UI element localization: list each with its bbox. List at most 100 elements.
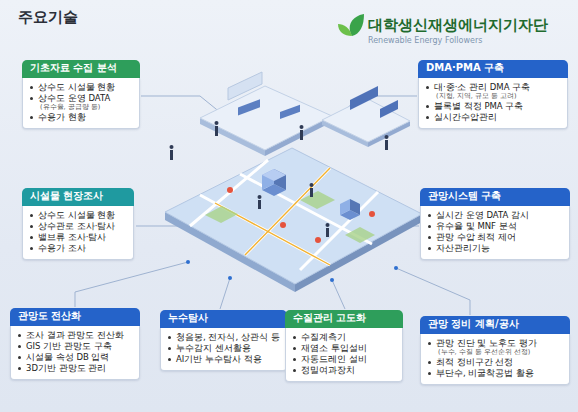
illustration-part bbox=[350, 86, 378, 110]
illustration-part bbox=[205, 206, 238, 223]
illustration-part bbox=[245, 168, 330, 255]
illustration-part bbox=[227, 187, 233, 193]
bullet-item: 밸브류 조사·탐사 bbox=[29, 232, 127, 243]
bullet-item: 조사 결과 관망도 전산화 bbox=[17, 330, 133, 341]
illustration-part bbox=[332, 280, 345, 309]
illustration-part bbox=[205, 191, 375, 243]
bullet-item: 관망 수압 최적 제어 bbox=[427, 232, 563, 243]
illustration-part bbox=[280, 105, 300, 119]
box-body: 관망 진단 및 노후도 평가(누수, 수질 등 우선순위 선정)최적 정비구간 … bbox=[420, 334, 570, 385]
bullet-item: 상수도 시설물 현황 bbox=[29, 82, 133, 93]
bullet-item: 3D기반 관망도 관리 bbox=[17, 363, 133, 374]
illustration-part bbox=[228, 276, 232, 280]
bullet-dot bbox=[30, 214, 33, 217]
info-box: 관망도 전산화조사 결과 관망도 전산화GIS 기반 관망도 구축시설물 속성 … bbox=[10, 308, 140, 380]
box-heading: 관망시스템 구축 bbox=[420, 188, 570, 206]
illustration-part bbox=[190, 160, 268, 226]
bullet-dot bbox=[18, 367, 21, 370]
illustration-part bbox=[310, 183, 314, 187]
bullet-item: 수질계측기 bbox=[292, 332, 396, 343]
box-heading: 시설물 현장조사 bbox=[22, 188, 134, 206]
bullet-item: AI기반 누수탐사 적용 bbox=[167, 354, 280, 365]
right-platform bbox=[322, 86, 410, 147]
bullet-dot bbox=[30, 97, 33, 100]
watermark-subtext: Renewable Energy Followers bbox=[368, 36, 482, 45]
illustration-part bbox=[322, 98, 410, 142]
illustration-part bbox=[165, 148, 422, 284]
illustration-part bbox=[330, 278, 334, 282]
bullet-note: (누수, 수질 등 우선순위 선정) bbox=[427, 349, 563, 357]
illustration-part bbox=[215, 126, 218, 136]
bullet-item: 관망 진단 및 노후도 평가 bbox=[427, 338, 563, 349]
illustration-part bbox=[394, 266, 398, 270]
illustration-part bbox=[300, 125, 304, 129]
bullet-dot bbox=[428, 361, 431, 364]
illustration-part bbox=[345, 227, 375, 243]
bullet-item: 부단수, 비굴착공법 활용 bbox=[427, 368, 563, 379]
bullet-dot bbox=[168, 347, 171, 350]
box-heading: 관망 정비 계획/공사 bbox=[420, 316, 570, 334]
bullet-dot bbox=[18, 345, 21, 348]
info-box: 관망시스템 구축실시간 운영 DATA 감시유수율 및 MNF 분석관망 수압 … bbox=[420, 188, 570, 260]
info-box: DMA·PMA 구축대·중·소 관리 DMA 구축(지형, 지역, 규모 등 고… bbox=[418, 60, 568, 129]
illustration-part bbox=[350, 14, 364, 36]
box-heading: 관망도 전산화 bbox=[10, 308, 140, 326]
box-body: 수질계측기재염소 투입설비자동드레인 설비정밀여과장치 bbox=[285, 328, 403, 383]
illustration-part bbox=[300, 130, 303, 140]
info-box: 시설물 현장조사상수도 시설물 현황상수관로 조사·탐사밸브류 조사·탐사수용가… bbox=[22, 188, 134, 260]
illustration-part bbox=[215, 121, 219, 125]
illustration-part bbox=[300, 191, 335, 209]
page-title: 주요기술 bbox=[18, 8, 78, 27]
bullet-dot bbox=[293, 369, 296, 372]
illustration-part bbox=[258, 195, 262, 199]
bullet-item: 실시간 운영 DATA 감시 bbox=[427, 210, 563, 221]
box-heading: 수질관리 고도화 bbox=[285, 310, 403, 328]
bullet-dot bbox=[18, 334, 21, 337]
bullet-dot bbox=[30, 86, 33, 89]
people bbox=[170, 121, 389, 237]
bullet-dot bbox=[30, 116, 33, 119]
illustration-part bbox=[396, 268, 470, 315]
illustration-part bbox=[369, 211, 375, 217]
bullet-dot bbox=[293, 336, 296, 339]
bullet-dot bbox=[293, 347, 296, 350]
illustration-part bbox=[338, 24, 352, 36]
illustration-part bbox=[220, 278, 230, 309]
bullet-dot bbox=[30, 247, 33, 250]
illustration-part bbox=[228, 72, 262, 100]
box-heading: 기초자료 수집 분석 bbox=[22, 60, 140, 78]
illustration-part bbox=[315, 237, 321, 243]
bullet-dot bbox=[426, 86, 429, 89]
bullet-item: 청음봉, 전자식, 상관식 등 bbox=[167, 332, 280, 343]
bullet-item: 상수관로 조사·탐사 bbox=[29, 221, 127, 232]
bullet-item: 자동드레인 설비 bbox=[292, 354, 396, 365]
map-pins bbox=[227, 187, 375, 243]
illustration-part bbox=[380, 100, 398, 118]
watermark-logo bbox=[338, 14, 364, 36]
bullet-item: 블록별 적정 PMA 구축 bbox=[425, 101, 561, 112]
illustration-part bbox=[385, 135, 389, 139]
bullet-dot bbox=[426, 105, 429, 108]
box-heading: 누수탐사 bbox=[160, 310, 287, 328]
illustration-part bbox=[186, 260, 190, 264]
bullet-item: 최적 정비구간 선정 bbox=[427, 357, 563, 368]
bullet-item: 상수도 시설물 현황 bbox=[29, 210, 127, 221]
box-body: 상수도 시설물 현황상수관로 조사·탐사밸브류 조사·탐사수용가 조사 bbox=[22, 206, 134, 261]
illustration-part bbox=[310, 188, 313, 197]
illustration-part bbox=[385, 140, 388, 150]
bullet-note: (지형, 지역, 규모 등 고려) bbox=[425, 93, 561, 101]
bullet-dot bbox=[168, 358, 171, 361]
bullet-dot bbox=[428, 225, 431, 228]
illustration-part bbox=[200, 86, 332, 150]
box-body: 대·중·소 관리 DMA 구축(지형, 지역, 규모 등 고려)블록별 적정 P… bbox=[418, 78, 568, 129]
bullet-item: 수용가 조사 bbox=[29, 243, 127, 254]
box-body: 실시간 운영 DATA 감시유수율 및 MNF 분석관망 수압 최적 제어자산관… bbox=[420, 206, 570, 261]
illustration-part bbox=[170, 150, 173, 160]
illustration-part bbox=[326, 228, 329, 237]
illustration-part bbox=[262, 169, 286, 181]
illustration-part bbox=[238, 99, 260, 115]
box-body: 조사 결과 관망도 전산화GIS 기반 관망도 구축시설물 속성 DB 입력3D… bbox=[10, 326, 140, 381]
bullet-item: 정밀여과장치 bbox=[292, 365, 396, 376]
bullet-dot bbox=[428, 236, 431, 239]
